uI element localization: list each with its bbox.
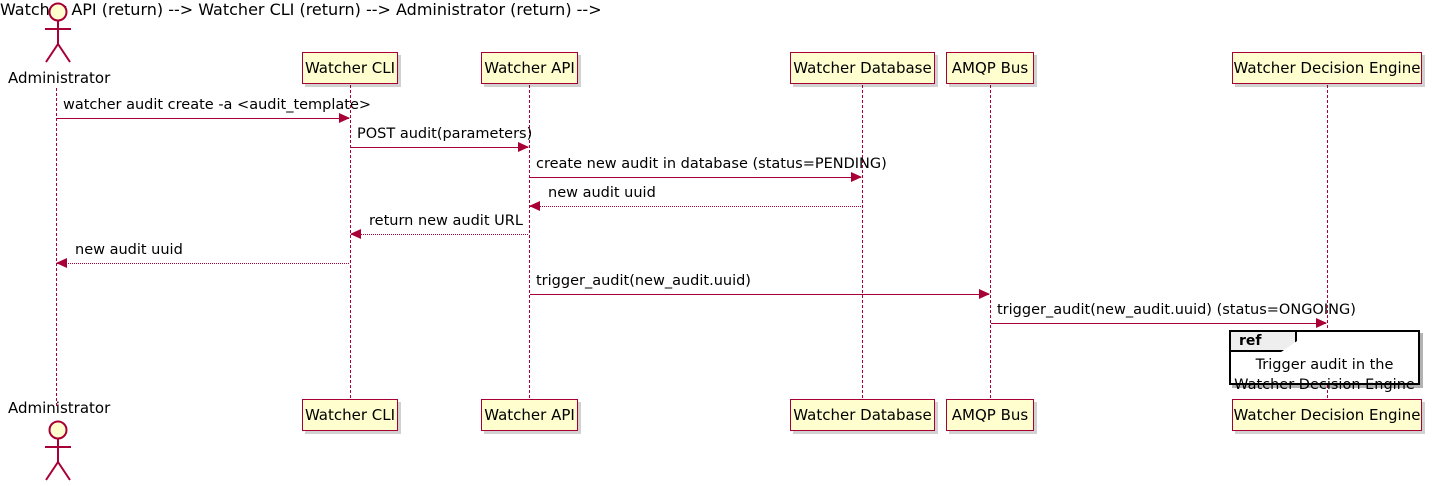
actor-administrator-top: [38, 2, 78, 64]
arrowhead-right-icon: [518, 142, 529, 152]
ref-fragment-tab-label: ref: [1231, 332, 1297, 352]
ref-fragment-line-2: Watcher Decision Engine: [1234, 376, 1415, 393]
ref-fragment-line-1: Trigger audit in the: [1255, 357, 1394, 373]
message-line: [351, 147, 528, 148]
arrowhead-right-icon: [339, 113, 350, 123]
participant-amqp-bus-bottom[interactable]: AMQP Bus: [946, 399, 1034, 431]
message-line: [57, 118, 349, 119]
lifeline-watcher-database: [862, 85, 863, 398]
participant-watcher-decision-engine-top[interactable]: Watcher Decision Engine: [1232, 52, 1422, 84]
arrowhead-left-icon: [56, 258, 67, 268]
ref-fragment-body: Trigger audit in the Watcher Decision En…: [1231, 356, 1418, 395]
participant-watcher-decision-engine-bottom[interactable]: Watcher Decision Engine: [1232, 399, 1422, 431]
message-line: [530, 206, 861, 207]
arrowhead-left-icon: [529, 201, 540, 211]
message-line: [530, 294, 989, 295]
arrowhead-right-icon: [979, 289, 990, 299]
lifeline-amqp-bus: [990, 85, 991, 398]
arrowhead-right-icon: [851, 172, 862, 182]
actor-figure-icon: [45, 420, 71, 481]
message-line: [351, 234, 528, 235]
participant-watcher-api-top[interactable]: Watcher API: [481, 52, 578, 84]
actor-administrator-bottom: [38, 420, 78, 482]
message-label: watcher audit create -a <audit_template>: [63, 97, 372, 114]
message-label: new audit uuid: [548, 185, 656, 202]
arrowhead-right-icon: [1316, 318, 1327, 328]
participant-watcher-database-bottom[interactable]: Watcher Database: [790, 399, 935, 431]
lifeline-administrator: [56, 88, 57, 406]
participant-watcher-api-bottom[interactable]: Watcher API: [481, 399, 578, 431]
actor-label-administrator-top: Administrator: [8, 69, 111, 87]
lifeline-watcher-cli: [350, 85, 351, 398]
message-line: [530, 177, 861, 178]
participant-amqp-bus-top[interactable]: AMQP Bus: [946, 52, 1034, 84]
message-label: return new audit URL: [369, 213, 523, 230]
arrowhead-left-icon: [350, 229, 361, 239]
message-label: trigger_audit(new_audit.uuid) (status=ON…: [997, 302, 1356, 319]
message-label: POST audit(parameters): [357, 126, 533, 143]
participant-watcher-database-top[interactable]: Watcher Database: [790, 52, 935, 84]
lifeline-watcher-decision-engine: [1327, 85, 1328, 398]
message-line: [57, 263, 349, 264]
actor-label-administrator-bottom: Administrator: [8, 399, 111, 417]
participant-watcher-cli-bottom[interactable]: Watcher CLI: [302, 399, 398, 431]
lifeline-watcher-api: [529, 85, 530, 398]
ref-fragment[interactable]: ref Trigger audit in the Watcher Decisio…: [1229, 330, 1420, 393]
message-label: trigger_audit(new_audit.uuid): [536, 273, 751, 290]
participant-watcher-cli-top[interactable]: Watcher CLI: [302, 52, 398, 84]
message-label: new audit uuid: [75, 242, 183, 259]
message-line: [991, 323, 1326, 324]
actor-figure-icon: [45, 2, 71, 63]
message-label: create new audit in database (status=PEN…: [536, 156, 887, 173]
